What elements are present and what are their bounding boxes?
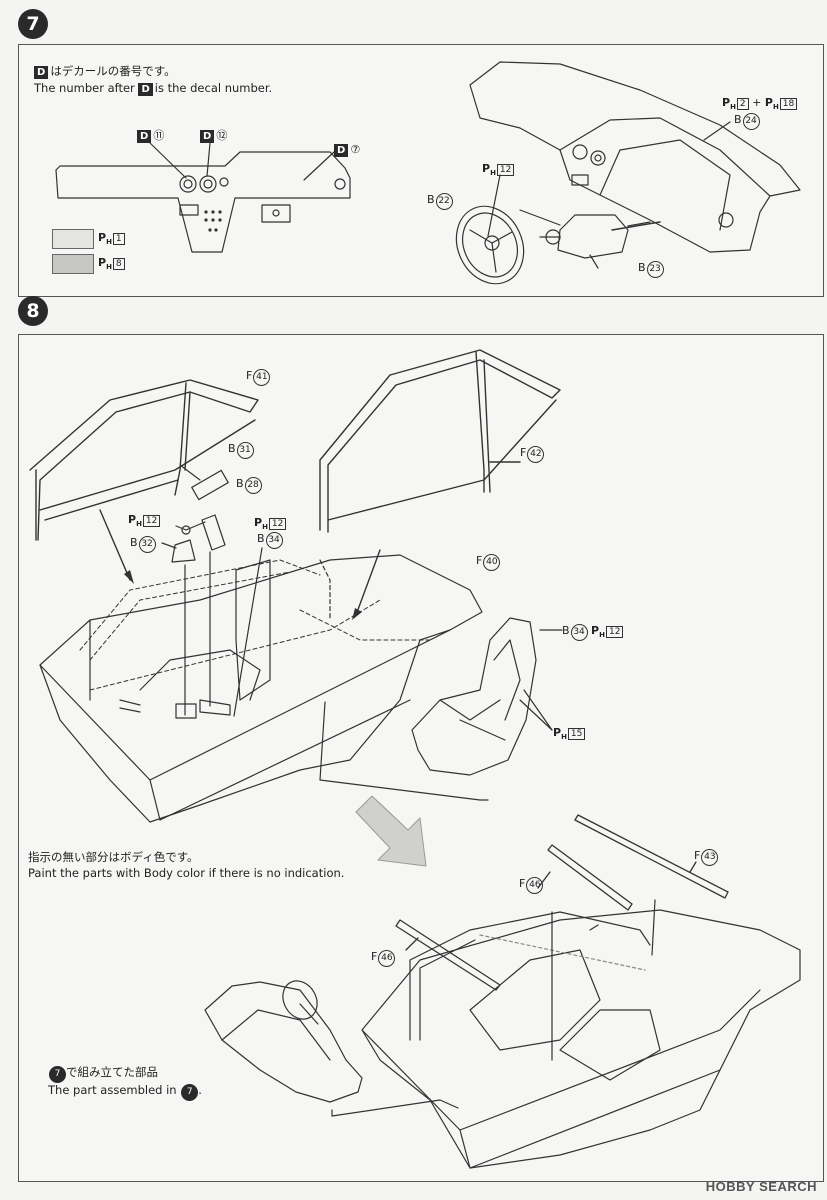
body-color-note-jp: 指示の無い部分はボディ色です。 — [28, 850, 199, 864]
steering-column-3d — [519, 209, 661, 269]
dashboard-3d-view — [469, 61, 801, 253]
leader-line-body — [319, 701, 489, 801]
watermark: HOBBY SEARCH — [705, 1179, 817, 1194]
leader-line-dash — [331, 1099, 459, 1117]
steering-wheel-3d — [455, 174, 525, 285]
dashboard-subassembly — [204, 980, 363, 1103]
step-8-badge: 8 — [18, 296, 48, 326]
cage-bars — [395, 814, 729, 991]
completed-body — [361, 899, 801, 1169]
roll-cage-f41 — [29, 379, 259, 581]
dashboard-front-view — [55, 142, 351, 253]
decal-marker-inline: D — [138, 83, 153, 96]
decal-marker: D — [34, 66, 49, 79]
paint-swatch-8 — [52, 254, 94, 274]
assembled-note-en: The part assembled in 7. — [48, 1083, 202, 1101]
body-tub-f40 — [39, 554, 483, 823]
step-8-panel — [18, 334, 824, 1182]
assembly-arrow — [355, 795, 427, 867]
roll-cage-f42 — [319, 349, 561, 616]
body-color-note-en: Paint the parts with Body color if there… — [28, 866, 345, 880]
small-parts — [161, 464, 263, 717]
paint-swatch-1 — [52, 229, 94, 249]
racing-seat-b34 — [411, 617, 563, 776]
step-7-badge: 7 — [18, 9, 48, 39]
roll-cage-ghost — [79, 559, 431, 691]
